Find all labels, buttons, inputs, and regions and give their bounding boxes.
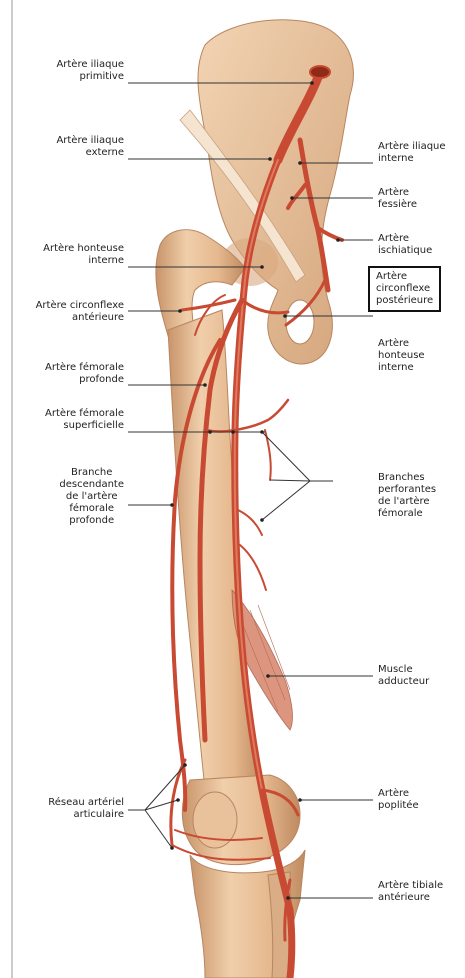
label-line: descendante: [59, 479, 124, 491]
label-line: Branche: [59, 467, 124, 479]
label-line: Artère fémorale: [45, 362, 124, 374]
label-line: Artère: [376, 271, 433, 283]
label-line: fémorale: [59, 503, 124, 515]
label-line: Artère circonflexe: [36, 300, 124, 312]
label-line: ischiatique: [378, 245, 432, 257]
label-line: Artère iliaque: [56, 59, 124, 71]
label-line: articulaire: [48, 809, 124, 821]
label-line: perforantes: [378, 484, 436, 496]
label-line: Artère: [378, 187, 417, 199]
label-line: primitive: [56, 71, 124, 83]
label-line: Artère iliaque: [378, 141, 446, 153]
label-line: Branches: [378, 472, 436, 484]
label-line: fessière: [378, 199, 417, 211]
label-line: Artère honteuse: [43, 243, 124, 255]
label-line: Muscle: [378, 664, 429, 676]
label-line: circonflexe: [376, 283, 433, 295]
label-line: antérieure: [36, 312, 124, 324]
label-line: interne: [378, 362, 425, 374]
label-line: Artère: [378, 338, 425, 350]
label-line: de l'artère: [378, 496, 436, 508]
label-line: externe: [56, 147, 124, 159]
label-line: poplitée: [378, 800, 419, 812]
label-line: fémorale: [378, 508, 436, 520]
label-line: de l'artère: [59, 491, 124, 503]
label-line: profonde: [45, 374, 124, 386]
label-line: interne: [378, 153, 446, 165]
label-line: Réseau artériel: [48, 797, 124, 809]
label-line: antérieure: [378, 892, 443, 904]
label-line: Artère iliaque: [56, 135, 124, 147]
label-line: superficielle: [45, 420, 124, 432]
label-line: Artère fémorale: [45, 408, 124, 420]
label-line: adducteur: [378, 676, 429, 688]
label-line: Artère: [378, 788, 419, 800]
label-line: postérieure: [376, 295, 433, 307]
label-line: profonde: [59, 515, 124, 527]
label-line: interne: [43, 255, 124, 267]
label-line: Artère: [378, 233, 432, 245]
label-line: honteuse: [378, 350, 425, 362]
label-line: Artère tibiale: [378, 880, 443, 892]
